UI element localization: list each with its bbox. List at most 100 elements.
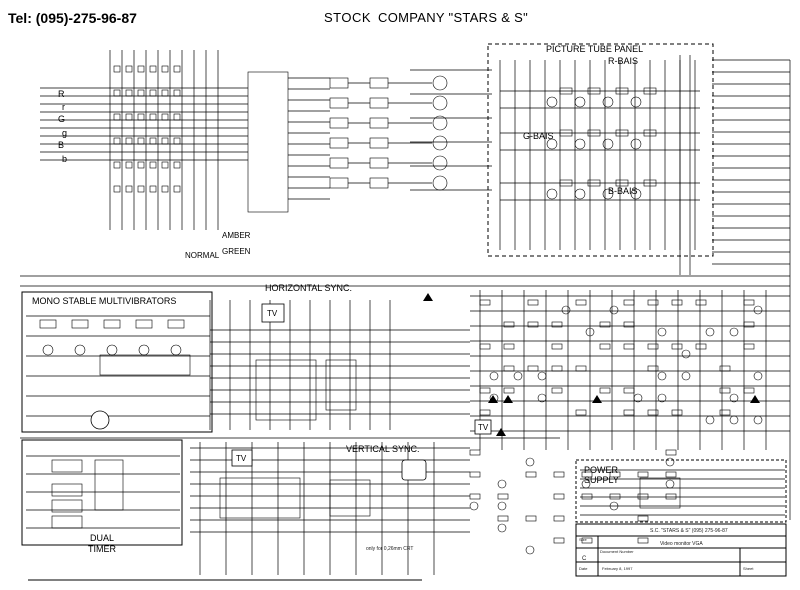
resistor	[719, 365, 731, 372]
resistor	[479, 343, 491, 350]
transistor	[705, 327, 715, 337]
resistor	[479, 299, 491, 306]
diode	[113, 185, 121, 193]
diode	[113, 113, 121, 121]
resistor	[503, 321, 515, 328]
input-g-small-label: g	[62, 128, 67, 138]
transistor	[525, 457, 535, 467]
diode	[137, 185, 145, 193]
transistor	[665, 457, 675, 467]
r-bais-label: R-BAIS	[608, 56, 638, 66]
warning-triangle-icon	[503, 395, 513, 403]
diode	[137, 65, 145, 73]
resistor	[329, 137, 349, 149]
crt-note: only for 0,26mm CRT	[366, 546, 413, 552]
company-name: COMPANY "STARS & S"	[378, 10, 529, 25]
transistor	[729, 415, 739, 425]
resistor	[525, 515, 537, 522]
ic-chip	[255, 359, 317, 421]
ic-chip	[51, 459, 83, 473]
transistor	[581, 479, 591, 489]
resistor	[609, 471, 621, 478]
resistor	[551, 365, 563, 372]
resistor	[647, 409, 659, 416]
resistor	[665, 449, 677, 456]
resistor	[559, 87, 573, 95]
title-block-sheet-label: Sheet	[743, 566, 754, 571]
resistor	[587, 87, 601, 95]
power-supply-label-1: POWER	[584, 465, 619, 475]
ic-chip	[94, 459, 124, 511]
tv-icon	[401, 459, 427, 481]
resistor	[623, 321, 635, 328]
diode	[125, 89, 133, 97]
transistor	[489, 371, 499, 381]
diode	[161, 185, 169, 193]
tv-icon	[90, 410, 110, 430]
diode	[161, 65, 169, 73]
resistor	[719, 387, 731, 394]
resistor	[369, 137, 389, 149]
diode	[161, 113, 169, 121]
transistor	[630, 138, 642, 150]
resistor	[743, 343, 755, 350]
resistor	[581, 493, 593, 500]
ic-chip	[329, 479, 371, 517]
transistor	[525, 545, 535, 555]
resistor	[647, 299, 659, 306]
resistor	[665, 493, 677, 500]
diode	[125, 137, 133, 145]
transistor	[546, 188, 558, 200]
warning-triangle-icon	[750, 395, 760, 403]
resistor	[695, 299, 707, 306]
ic-chip	[325, 359, 357, 411]
input-r-small-label: r	[62, 102, 65, 112]
diode	[113, 137, 121, 145]
resistor	[647, 365, 659, 372]
transistor	[633, 393, 643, 403]
resistor	[743, 299, 755, 306]
resistor	[527, 365, 539, 372]
resistor	[637, 471, 649, 478]
resistor	[575, 409, 587, 416]
phone-number: Tel: (095)-275-96-87	[8, 10, 137, 26]
transistor	[681, 349, 691, 359]
transistor	[609, 501, 619, 511]
diode	[125, 113, 133, 121]
resistor	[623, 343, 635, 350]
stock-label: STOCK	[324, 10, 372, 25]
title-block	[575, 523, 787, 577]
resistor	[71, 319, 89, 329]
transistor	[602, 138, 614, 150]
input-g-label: G	[58, 114, 65, 124]
tv-icon	[231, 449, 253, 467]
transistor	[513, 371, 523, 381]
ic-chip	[51, 483, 83, 497]
dual-timer-frame	[21, 439, 183, 546]
resistor	[469, 493, 481, 500]
resistor	[615, 179, 629, 187]
resistor	[559, 129, 573, 137]
resistor	[743, 321, 755, 328]
resistor	[559, 179, 573, 187]
transistor	[729, 393, 739, 403]
resistor	[479, 387, 491, 394]
resistor	[369, 97, 389, 109]
warning-triangle-icon	[592, 395, 602, 403]
ic-chip	[247, 71, 289, 213]
diode	[137, 137, 145, 145]
g-bais-label: G-BAIS	[523, 131, 554, 141]
diode	[137, 113, 145, 121]
title-block-doc-label: Document Number	[600, 549, 634, 554]
resistor	[551, 387, 563, 394]
diode	[113, 161, 121, 169]
diode	[113, 65, 121, 73]
resistor	[503, 365, 515, 372]
transistor	[602, 188, 614, 200]
vertical-sync-label: VERTICAL SYNC.	[346, 444, 420, 454]
diode	[149, 89, 157, 97]
mono-stable-label: MONO STABLE MULTIVIBRATORS	[32, 296, 176, 306]
resistor	[643, 129, 657, 137]
diode	[173, 137, 181, 145]
resistor	[637, 515, 649, 522]
